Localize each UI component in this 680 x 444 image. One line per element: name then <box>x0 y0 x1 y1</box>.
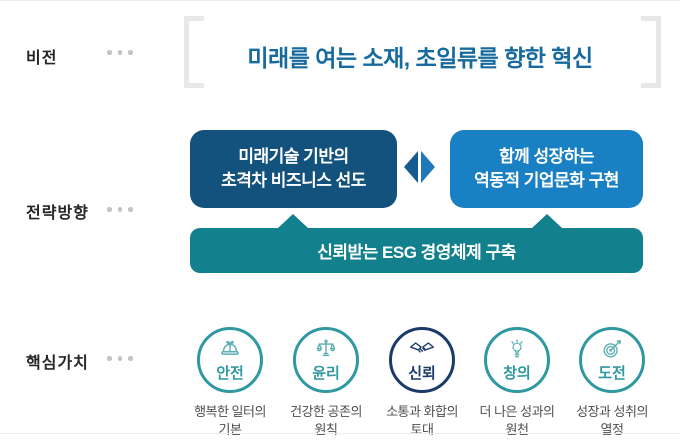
strategy-box-future-tech-line2: 초격차 비즈니스 선도 <box>221 171 366 190</box>
strategy-box-culture-line1: 함께 성장하는 <box>498 147 595 167</box>
value-circle-ethics: 윤리 <box>293 327 359 393</box>
diamond-arrow-right-icon <box>421 151 435 183</box>
value-item-creativity: 창의 더 나은 성과의 원천 <box>469 327 565 438</box>
ellipsis-dots-vision <box>107 50 133 55</box>
right-bracket-decoration <box>641 16 661 88</box>
ellipsis-dots-strategy <box>107 207 133 212</box>
value-desc-creativity: 더 나은 성과의 원천 <box>479 404 555 437</box>
value-name-trust: 신뢰 <box>408 364 436 382</box>
strategy-box-culture: 함께 성장하는 역동적 기업문화 구현 <box>450 130 643 208</box>
value-name-creativity: 창의 <box>503 364 531 382</box>
value-item-safety: 안전 행복한 일터의 기본 <box>182 327 278 438</box>
up-arrow-right-icon <box>532 214 562 228</box>
up-arrow-left-icon <box>278 214 308 228</box>
ellipsis-dots-values <box>107 356 133 361</box>
value-name-safety: 안전 <box>216 364 244 382</box>
value-name-challenge: 도전 <box>598 364 626 382</box>
value-circle-challenge: 도전 <box>579 327 645 393</box>
strategy-box-culture-line2: 역동적 기업문화 구현 <box>474 171 619 190</box>
target-icon <box>601 338 623 360</box>
value-desc-trust: 소통과 화합의 토대 <box>386 404 458 437</box>
left-bracket-decoration <box>184 16 204 88</box>
safety-helmet-icon <box>219 338 241 360</box>
value-item-ethics: 윤리 건강한 공존의 원칙 <box>278 327 374 438</box>
diamond-arrow-left-icon <box>404 151 418 183</box>
vision-section-label: 비전 <box>26 50 58 67</box>
top-divider <box>0 0 680 1</box>
lightbulb-icon <box>506 338 528 360</box>
value-desc-safety: 행복한 일터의 기본 <box>194 404 266 437</box>
value-circle-creativity: 창의 <box>484 327 550 393</box>
value-circle-trust: 신뢰 <box>389 327 455 393</box>
scales-icon <box>315 338 337 360</box>
strategy-box-future-tech-line1: 미래기술 기반의 <box>238 147 349 167</box>
bottom-divider <box>0 433 680 434</box>
value-item-trust: 신뢰 소통과 화합의 토대 <box>374 327 470 438</box>
value-item-challenge: 도전 성장과 성취의 열정 <box>564 327 660 438</box>
strategy-section-label: 전략방향 <box>26 205 89 222</box>
handshake-icon <box>409 338 435 360</box>
strategy-box-future-tech: 미래기술 기반의 초격차 비즈니스 선도 <box>190 130 397 208</box>
value-name-ethics: 윤리 <box>312 364 340 382</box>
value-circle-safety: 안전 <box>197 327 263 393</box>
values-section-label: 핵심가치 <box>26 355 89 372</box>
value-desc-challenge: 성장과 성취의 열정 <box>576 404 648 437</box>
vision-title: 미래를 여는 소재, 초일류를 향한 혁신 <box>247 45 593 71</box>
esg-foundation-bar: 신뢰받는 ESG 경영체제 구축 <box>190 228 643 273</box>
value-desc-ethics: 건강한 공존의 원칙 <box>290 404 362 437</box>
